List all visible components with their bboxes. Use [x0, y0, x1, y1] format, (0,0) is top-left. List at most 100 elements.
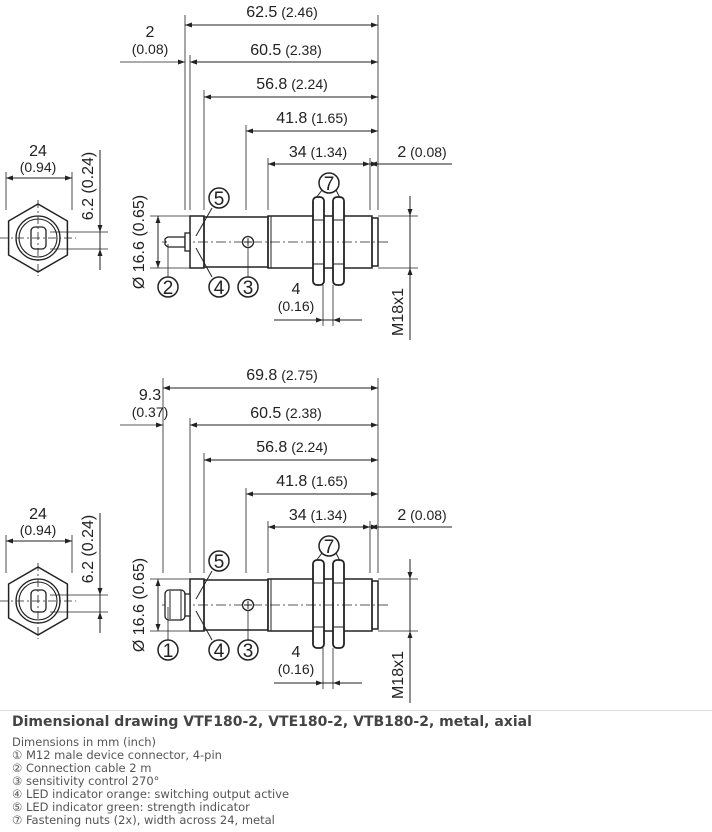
- arrowhead: [407, 209, 413, 216]
- dimensional-drawing: 62.5 (2.46) 60.5 (2.38) 56.8 (2.24) 41.8 (1…: [0, 4, 452, 703]
- line: [315, 552, 323, 562]
- lens-slot: [30, 589, 47, 613]
- dimension-label: M18x1: [390, 651, 407, 699]
- callout-circle: [157, 276, 179, 298]
- callout-number: 4: [214, 641, 225, 662]
- dimension-label: (0.94): [20, 522, 57, 538]
- arrowhead: [65, 538, 72, 544]
- callout-number: 7: [324, 174, 335, 195]
- arrowhead: [371, 161, 378, 167]
- dimension-label: 24: [29, 143, 47, 160]
- cable-gland: [184, 232, 191, 252]
- callout-circle: [237, 639, 259, 661]
- arrowhead: [333, 680, 340, 686]
- arrowhead: [363, 161, 370, 167]
- arrowhead: [268, 161, 275, 167]
- arrowhead: [190, 422, 197, 428]
- dimension-label: Ø 16.6 (0.65): [131, 558, 148, 652]
- dimension-label: M18x1: [390, 288, 407, 336]
- dimension-label: 56.8 (2.24): [256, 76, 328, 93]
- legend-item: ⑦ Fastening nuts (2x), width across 24, …: [12, 813, 275, 827]
- dimension-label: 6.2 (0.24): [80, 152, 97, 220]
- arrowhead: [371, 385, 378, 391]
- dimension-label: 34 (1.34): [289, 144, 347, 161]
- arrowhead: [97, 225, 103, 232]
- dimension-label: 62.5 (2.46): [246, 4, 318, 21]
- line: [315, 189, 323, 199]
- legend-item: ④ LED indicator orange: switching output…: [12, 787, 290, 801]
- dimension-label: 9.3: [139, 387, 161, 404]
- callout-number: 5: [214, 552, 225, 573]
- line: [195, 610, 213, 641]
- callout-circle: [208, 276, 230, 298]
- dimension-label: 41.8 (1.65): [276, 473, 348, 490]
- callout-circle: [208, 187, 230, 209]
- arrowhead: [316, 317, 323, 323]
- arrowhead: [156, 422, 163, 428]
- arrowhead: [204, 94, 211, 100]
- callout-number: 3: [243, 641, 254, 662]
- arrowhead: [371, 457, 378, 463]
- dimension-label: 2 (0.08): [397, 507, 446, 524]
- arrowhead: [97, 612, 103, 619]
- arrowhead: [371, 128, 378, 134]
- arrowhead: [155, 624, 161, 631]
- arrowhead: [268, 524, 275, 530]
- line: [195, 247, 213, 278]
- dimension-label: 41.8 (1.65): [276, 110, 348, 127]
- arrowhead: [163, 385, 170, 391]
- drawing-connector: 69.8 (2.75)60.5 (2.38)56.8 (2.24)41.8 (1…: [0, 367, 452, 703]
- dimension-label: 2: [146, 24, 155, 41]
- callout-number: 1: [163, 641, 174, 662]
- callout-number: 7: [324, 537, 335, 558]
- callout-circle: [237, 276, 259, 298]
- callout-number: 3: [243, 278, 254, 299]
- caption: Dimensional drawing VTF180-2, VTE180-2, …: [0, 710, 712, 827]
- callout-circle: [157, 639, 179, 661]
- legend-item: ② Connection cable 2 m: [12, 761, 152, 775]
- arrowhead: [371, 524, 378, 530]
- dimension-label: (0.16): [278, 661, 315, 677]
- divider: [0, 710, 712, 711]
- drawing-cable: 62.5 (2.46) 60.5 (2.38) 56.8 (2.24) 41.8 (1…: [0, 4, 452, 340]
- legend-item: ③ sensitivity control 270°: [12, 774, 160, 788]
- dimension-label: 4: [292, 281, 301, 298]
- arrowhead: [316, 680, 323, 686]
- dimension-label: 60.5 (2.38): [250, 42, 322, 59]
- dimension-label: Ø 16.6 (0.65): [131, 195, 148, 289]
- caption-title: Dimensional drawing VTF180-2, VTE180-2, …: [12, 714, 532, 730]
- arrowhead: [407, 631, 413, 638]
- arrowhead: [178, 59, 185, 65]
- arrowhead: [6, 175, 13, 181]
- line: [195, 207, 213, 237]
- arrowhead: [407, 268, 413, 275]
- arrowhead: [371, 491, 378, 497]
- arrowhead: [371, 59, 378, 65]
- dimension-label: 4: [292, 644, 301, 661]
- dimension-label: 60.5 (2.38): [250, 405, 322, 422]
- callout-number: 2: [163, 278, 174, 299]
- arrowhead: [185, 22, 192, 28]
- arrowhead: [155, 216, 161, 223]
- arrowhead: [333, 317, 340, 323]
- dimension-label: 34 (1.34): [289, 507, 347, 524]
- dimension-label: 2 (0.08): [397, 144, 446, 161]
- line: [335, 552, 341, 562]
- callout-number: 5: [214, 189, 225, 210]
- arrowhead: [371, 94, 378, 100]
- arrowhead: [155, 261, 161, 268]
- arrowhead: [371, 422, 378, 428]
- legend-item: ① M12 male device connector, 4-pin: [12, 748, 222, 762]
- arrowhead: [204, 457, 211, 463]
- arrowhead: [6, 538, 13, 544]
- arrowhead: [246, 491, 253, 497]
- arrowhead: [246, 128, 253, 134]
- arrowhead: [97, 588, 103, 595]
- callout-number: 4: [214, 278, 225, 299]
- callout-circle: [208, 550, 230, 572]
- arrowhead: [190, 59, 197, 65]
- dimension-label: 69.8 (2.75): [246, 367, 318, 384]
- fastening-nut: [332, 559, 345, 649]
- arrowhead: [371, 22, 378, 28]
- callout-circle: [208, 639, 230, 661]
